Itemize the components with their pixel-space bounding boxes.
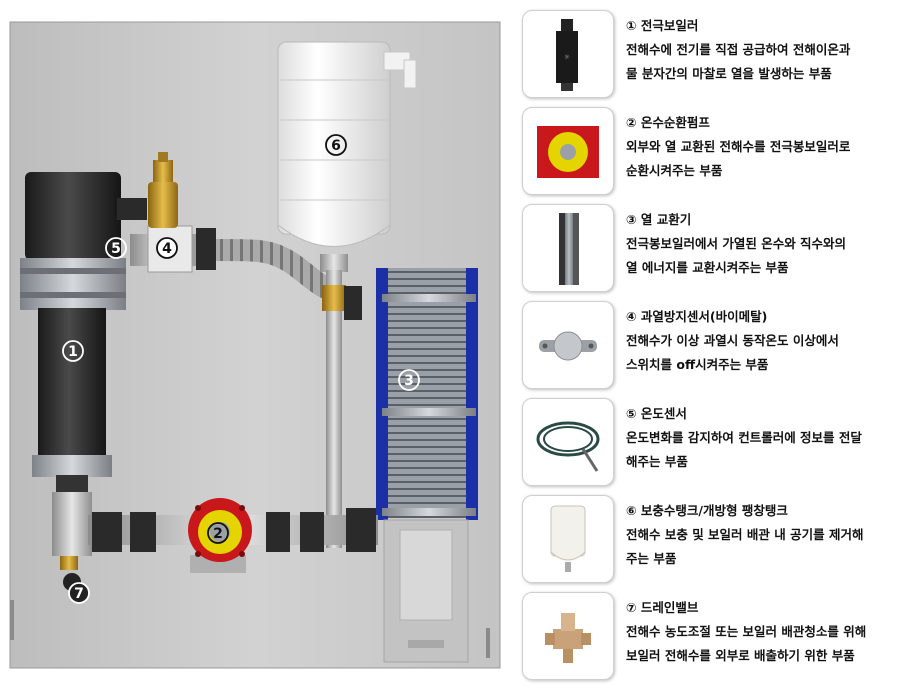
part-item-temperature-sensor: ⑤ 온도센서 온도변화를 감지하여 컨트롤러에 정보를 전달 해주는 부품 bbox=[520, 396, 905, 488]
electrode-boiler-icon: ☼ bbox=[522, 10, 614, 98]
part-item-expansion-tank: ⑥ 보충수탱크/개방형 팽창탱크 전해수 보충 및 보일러 배관 내 공기를 제… bbox=[520, 493, 905, 585]
electrode-boiler bbox=[20, 172, 147, 591]
heat-exchanger bbox=[376, 268, 478, 663]
part-desc-line: 해주는 부품 bbox=[626, 454, 688, 469]
part-title: ① 전극보일러 bbox=[626, 18, 699, 33]
svg-text:6: 6 bbox=[331, 138, 341, 154]
svg-text:1: 1 bbox=[68, 344, 78, 360]
heat-exchanger-icon bbox=[522, 204, 614, 292]
part-item-drain-valve: ⑦ 드레인밸브 전해수 농도조절 또는 보일러 배관청소를 위해 보일러 전해수… bbox=[520, 590, 905, 682]
part-desc-line: 스위치를 off시켜주는 부품 bbox=[626, 357, 769, 372]
part-desc-line: 온도변화를 감지하여 컨트롤러에 정보를 전달 bbox=[626, 430, 862, 445]
callout-6: 6 bbox=[325, 134, 347, 156]
temperature-sensor-icon bbox=[522, 398, 614, 486]
part-desc-line: 전해수가 이상 과열시 동작온도 이상에서 bbox=[626, 333, 839, 348]
callout-5: 5 bbox=[105, 237, 127, 259]
part-desc-line: 전해수 농도조절 또는 보일러 배관청소를 위해 bbox=[626, 624, 867, 639]
part-title: ③ 열 교환기 bbox=[626, 212, 692, 227]
svg-text:2: 2 bbox=[213, 526, 223, 542]
part-desc-line: 보일러 전해수를 외부로 배출하기 위한 부품 bbox=[626, 648, 855, 663]
part-desc-line: 열 에너지를 교환시켜주는 부품 bbox=[626, 260, 789, 275]
part-title: ⑥ 보충수탱크/개방형 팽창탱크 bbox=[626, 503, 788, 518]
part-item-circulation-pump: ② 온수순환펌프 외부와 열 교환된 전해수를 전극봉보일러로 순환시켜주는 부… bbox=[520, 105, 905, 197]
callout-2: 2 bbox=[207, 522, 229, 544]
svg-text:7: 7 bbox=[74, 586, 84, 602]
part-title: ⑦ 드레인밸브 bbox=[626, 600, 699, 615]
part-item-electrode-boiler: ☼ ① 전극보일러 전해수에 전기를 직접 공급하여 전해이온과 물 분자간의 … bbox=[520, 8, 905, 100]
part-title: ⑤ 온도센서 bbox=[626, 406, 687, 421]
circulation-pump bbox=[188, 498, 252, 573]
svg-text:4: 4 bbox=[162, 241, 172, 257]
part-desc-line: 물 분자간의 마찰로 열을 발생하는 부품 bbox=[626, 66, 832, 81]
expansion-tank bbox=[277, 41, 417, 548]
callout-7: 7 bbox=[68, 582, 90, 604]
svg-text:5: 5 bbox=[111, 241, 121, 257]
circulation-pump-icon bbox=[522, 107, 614, 195]
boiler-assembly-diagram: 1 2 3 4 5 6 7 bbox=[9, 21, 501, 669]
part-desc-line: 주는 부품 bbox=[626, 551, 677, 566]
part-item-bimetal-sensor: ④ 과열방지센서(바이메탈) 전해수가 이상 과열시 동작온도 이상에서 스위치… bbox=[520, 299, 905, 391]
svg-text:☼: ☼ bbox=[564, 54, 570, 61]
part-desc-line: 순환시켜주는 부품 bbox=[626, 163, 723, 178]
part-desc-line: 외부와 열 교환된 전해수를 전극봉보일러로 bbox=[626, 139, 851, 154]
callout-4: 4 bbox=[156, 237, 178, 259]
part-desc-line: 전극봉보일러에서 가열된 온수와 직수와의 bbox=[626, 236, 847, 251]
part-desc-line: 전해수 보충 및 보일러 배관 내 공기를 제거해 bbox=[626, 527, 864, 542]
bimetal-sensor-icon bbox=[522, 301, 614, 389]
expansion-tank-icon bbox=[522, 495, 614, 583]
part-desc-line: 전해수에 전기를 직접 공급하여 전해이온과 bbox=[626, 42, 851, 57]
part-title: ② 온수순환펌프 bbox=[626, 115, 710, 130]
callout-1: 1 bbox=[62, 340, 84, 362]
part-item-heat-exchanger: ③ 열 교환기 전극봉보일러에서 가열된 온수와 직수와의 열 에너지를 교환시… bbox=[520, 202, 905, 294]
callout-3: 3 bbox=[398, 369, 420, 391]
drain-valve-icon bbox=[522, 592, 614, 680]
svg-text:3: 3 bbox=[404, 373, 414, 389]
part-title: ④ 과열방지센서(바이메탈) bbox=[626, 309, 768, 324]
